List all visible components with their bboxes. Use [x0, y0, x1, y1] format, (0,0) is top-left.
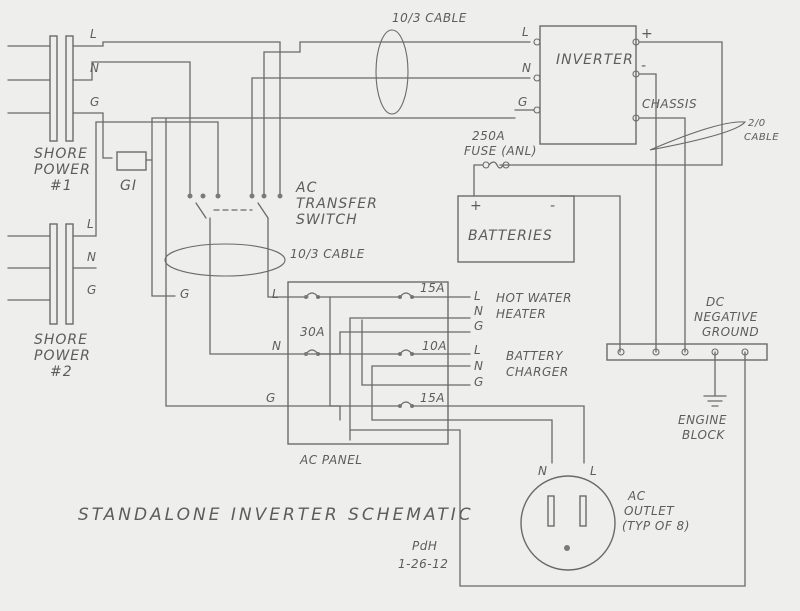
shore2-label-1: SHORE: [34, 332, 89, 348]
engine-label-2: BLOCK: [682, 428, 725, 442]
transfer-label-1: AC: [296, 180, 318, 196]
inverter-box: [533, 25, 640, 145]
drawing-date: 1-26-12: [398, 557, 449, 571]
transfer-label-2: TRANSFER: [296, 196, 378, 212]
battery-minus: -: [550, 198, 557, 214]
charger-term-l: L: [474, 343, 482, 357]
heater-term-g: G: [474, 319, 484, 333]
charger-label-2: CHARGER: [506, 365, 569, 379]
cable-dc-label-1: 2/0: [748, 118, 766, 129]
shore2-term-n: N: [87, 250, 97, 264]
inverter-l-feed: [263, 41, 531, 196]
shore1-term-g: G: [90, 95, 100, 109]
shore1-term-l: L: [90, 27, 98, 41]
inverter-term-l: L: [522, 25, 530, 39]
shore2-term-l: L: [87, 217, 95, 231]
cable-loop-dc: [649, 121, 747, 151]
charger-label-1: BATTERY: [506, 349, 563, 363]
ac-outlet: [520, 475, 616, 571]
outlet-term-l: L: [590, 464, 598, 478]
shore-1-wiring: [72, 41, 281, 196]
cable-loop-mid: [164, 243, 286, 277]
outlet-label-3: (TYP OF 8): [622, 519, 690, 533]
shore2-term-g: G: [87, 283, 97, 297]
schematic-title: STANDALONE INVERTER SCHEMATIC: [78, 505, 474, 525]
outlet-label-1: AC: [628, 489, 646, 503]
heater-term-l: L: [474, 289, 482, 303]
shore2-label-3: #2: [50, 364, 73, 380]
shore1-term-n: N: [90, 61, 100, 75]
ac-transfer-switch: [187, 193, 283, 219]
inverter-term-n: N: [522, 61, 532, 75]
inverter-chassis-label: CHASSIS: [642, 97, 698, 111]
breaker-main-label: 30A: [300, 325, 325, 339]
panel-in-g-left: G: [180, 287, 190, 301]
engine-label-1: ENGINE: [678, 413, 727, 427]
transfer-label-3: SWITCH: [296, 212, 358, 228]
anl-fuse: [482, 161, 510, 169]
charger-term-n: N: [474, 359, 484, 373]
cable-mid-label: 10/3 CABLE: [290, 247, 365, 261]
shore2-label-2: POWER: [34, 348, 91, 364]
galvanic-isolator: [116, 151, 147, 171]
dc-ground-label-3: GROUND: [702, 325, 760, 339]
outlet-term-n: N: [538, 464, 548, 478]
breaker-2-label: 10A: [422, 339, 447, 353]
inverter-plus: +: [641, 26, 654, 42]
breaker-1-label: 15A: [420, 281, 445, 295]
inverter-n-feed: [251, 77, 531, 196]
shore-power-2-connector: [7, 223, 74, 325]
dc-negative-ground-bus: [606, 343, 768, 407]
cable-top-label: 10/3 CABLE: [392, 11, 467, 25]
shore-power-1-connector: [7, 35, 74, 142]
heater-label-2: HEATER: [496, 307, 547, 321]
shore1-label-3: #1: [50, 178, 73, 194]
shore1-label-2: POWER: [34, 162, 91, 178]
shore-2-wiring: [72, 121, 219, 269]
panel-in-l: L: [272, 287, 280, 301]
shore1-label-1: SHORE: [34, 146, 89, 162]
inverter-label: INVERTER: [556, 52, 634, 68]
panel-in-g: G: [266, 391, 276, 405]
heater-label-1: HOT WATER: [496, 291, 572, 305]
inverter-minus: -: [641, 58, 648, 74]
battery-plus: +: [470, 198, 483, 214]
ac-panel-label: AC PANEL: [300, 453, 363, 467]
dc-ground-label-1: DC: [706, 295, 725, 309]
cable-dc-label-2: CABLE: [744, 132, 780, 143]
fuse-label-2: FUSE (ANL): [464, 144, 537, 158]
cable-loop-top: [375, 29, 409, 115]
inverter-term-g: G: [518, 95, 528, 109]
breaker-3-label: 15A: [420, 391, 445, 405]
charger-term-g: G: [474, 375, 484, 389]
batteries-box: [457, 195, 575, 263]
signature: PdH: [412, 539, 438, 553]
batteries-label: BATTERIES: [468, 228, 553, 244]
dc-ground-label-2: NEGATIVE: [694, 310, 758, 324]
heater-term-n: N: [474, 304, 484, 318]
panel-in-n: N: [272, 339, 282, 353]
outlet-label-2: OUTLET: [624, 504, 675, 518]
fuse-label-1: 250A: [472, 129, 506, 143]
gi-label: GI: [120, 178, 137, 194]
